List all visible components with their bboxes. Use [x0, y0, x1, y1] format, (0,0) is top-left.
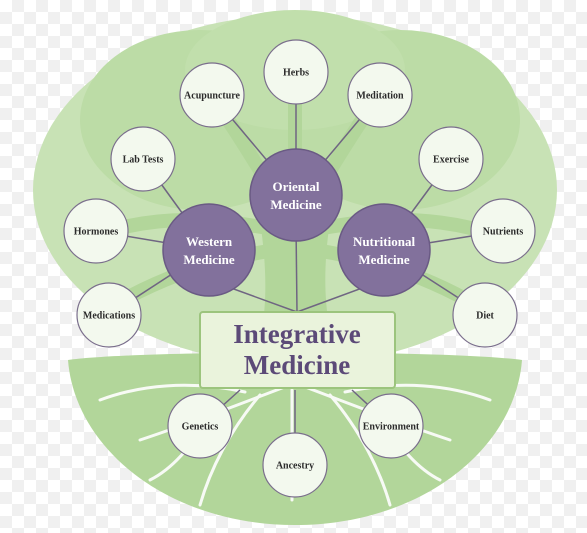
leaf-label: Herbs: [283, 68, 309, 79]
leaf-meditation: Meditation: [347, 62, 413, 128]
center-title-line2: Medicine: [244, 350, 350, 380]
leaf-label: Meditation: [356, 91, 404, 102]
hub-label-line2: Medicine: [358, 252, 409, 267]
leaf-label: Hormones: [74, 227, 119, 238]
leaf-circle: [452, 282, 518, 348]
leaf-label: Medications: [83, 311, 135, 322]
leaf-medications: Medications: [76, 282, 142, 348]
leaf-label: Nutrients: [483, 227, 524, 238]
leaf-ancestry: Ancestry: [262, 432, 328, 498]
hub-circle: [249, 148, 343, 242]
leaf-circle: [418, 126, 484, 192]
hub-label-line1: Western: [186, 234, 233, 249]
leaf-nutrients: Nutrients: [470, 198, 536, 264]
leaf-label: Exercise: [433, 155, 469, 166]
leaf-acupuncture: Acupuncture: [179, 62, 245, 128]
hub-label-line1: Nutritional: [353, 234, 416, 249]
leaf-circle: [179, 62, 245, 128]
hub-nodes: OrientalMedicineWesternMedicineNutrition…: [162, 148, 431, 297]
leaf-herbs: Herbs: [263, 39, 329, 105]
leaf-label: Acupuncture: [184, 91, 240, 102]
hub-circle: [337, 203, 431, 297]
leaf-circle: [63, 198, 129, 264]
leaf-diet: Diet: [452, 282, 518, 348]
leaf-circle: [263, 39, 329, 105]
leaf-lab-tests: Lab Tests: [110, 126, 176, 192]
hub-label-line2: Medicine: [270, 197, 321, 212]
leaf-circle: [110, 126, 176, 192]
leaf-hormones: Hormones: [63, 198, 129, 264]
leaf-label: Ancestry: [276, 461, 314, 472]
leaf-circle: [358, 393, 424, 459]
leaf-label: Genetics: [182, 422, 219, 433]
leaf-circle: [470, 198, 536, 264]
center-title-line1: Integrative: [233, 319, 360, 349]
leaf-genetics: Genetics: [167, 393, 233, 459]
leaf-circle: [76, 282, 142, 348]
leaf-label: Lab Tests: [123, 155, 164, 166]
leaf-exercise: Exercise: [418, 126, 484, 192]
leaf-label: Diet: [476, 311, 494, 322]
leaf-circle: [347, 62, 413, 128]
leaf-circle: [262, 432, 328, 498]
leaf-environment: Environment: [358, 393, 424, 459]
hub-label-line1: Oriental: [273, 179, 320, 194]
center-node: Integrative Medicine: [199, 311, 396, 389]
hub-label-line2: Medicine: [183, 252, 234, 267]
leaf-label: Environment: [363, 422, 420, 433]
center-box: [199, 311, 396, 389]
leaf-circle: [167, 393, 233, 459]
hub-circle: [162, 203, 256, 297]
